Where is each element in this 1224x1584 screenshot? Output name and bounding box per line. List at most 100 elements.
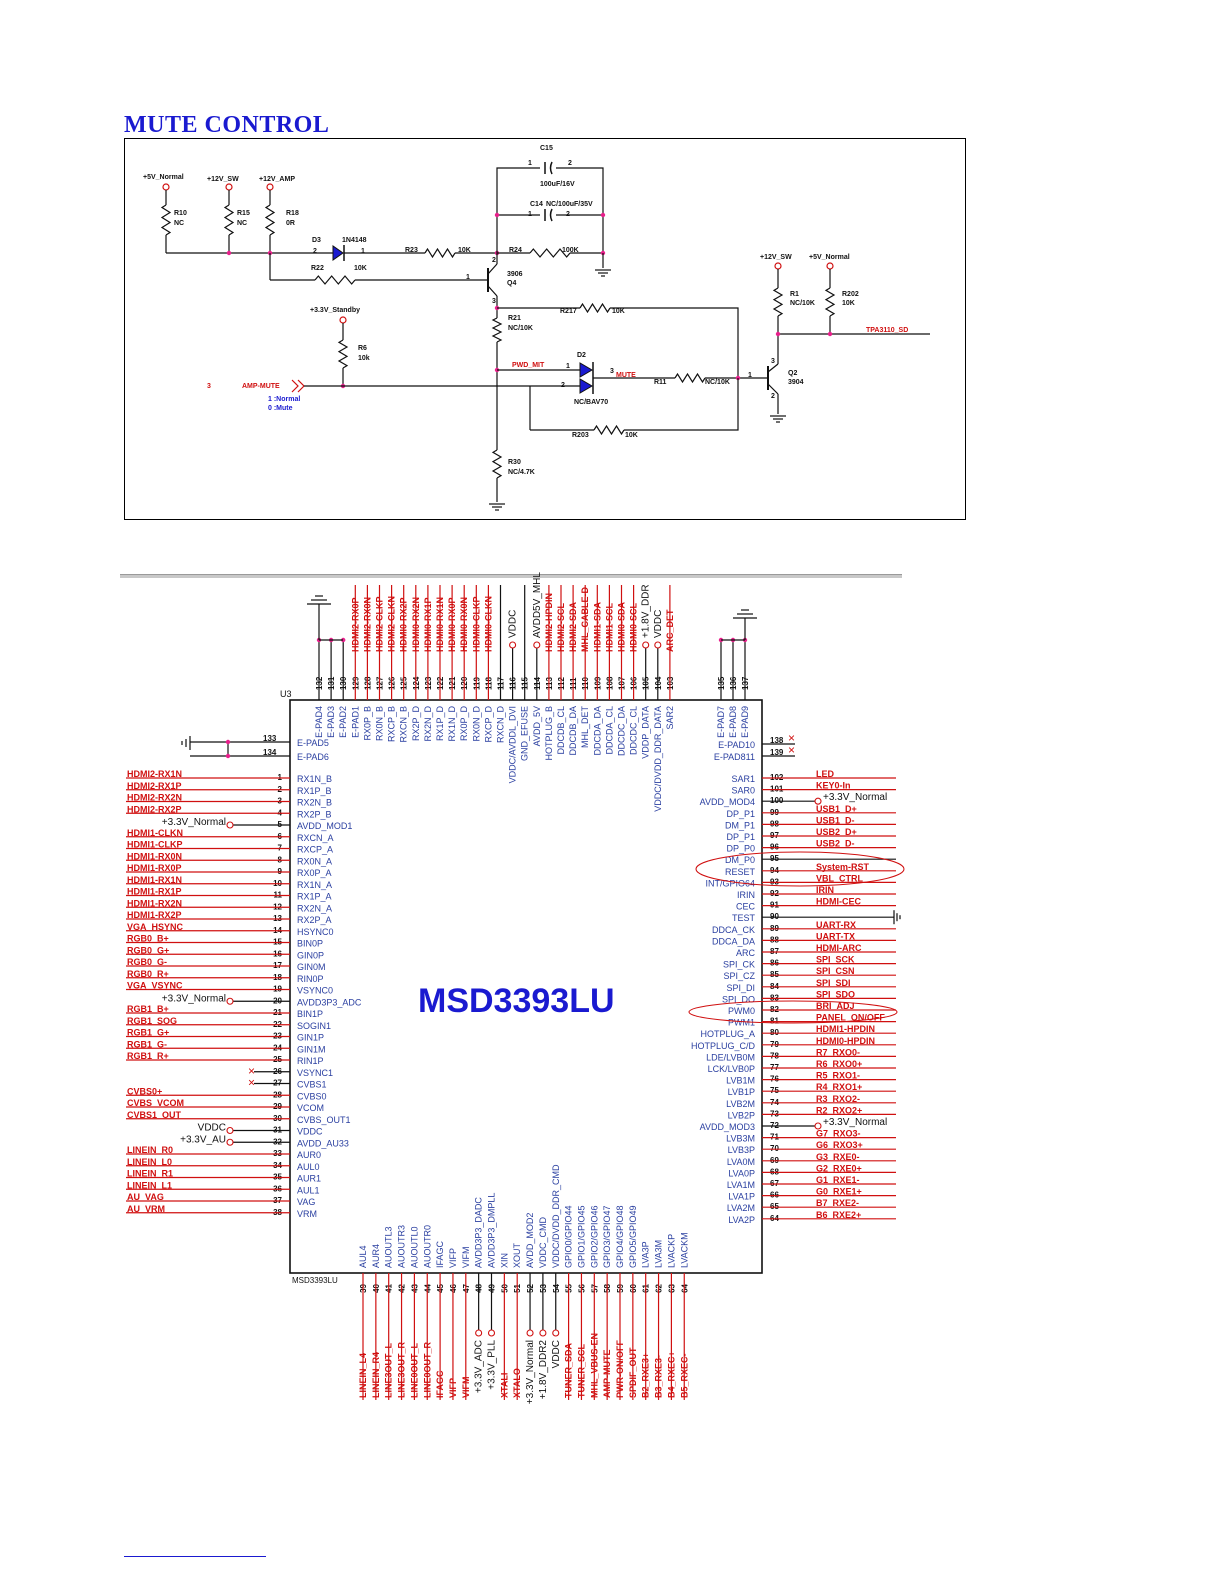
signal-net-label: HDMI2-RX2N bbox=[127, 793, 182, 803]
mute-label: +5V_Normal bbox=[809, 254, 850, 261]
signal-net-label: TUNER_SDA bbox=[564, 1342, 574, 1398]
power-port bbox=[814, 1122, 822, 1130]
mute-label: R22 bbox=[311, 265, 324, 272]
signal-net-label: LINE0OUT_L bbox=[409, 1342, 419, 1398]
pin-name: RXCN_A bbox=[297, 833, 334, 843]
pin-name: E-PAD5 bbox=[297, 738, 329, 748]
signal-net-label: HDMI0-CLKP bbox=[471, 597, 481, 653]
port-arrow bbox=[291, 379, 299, 393]
mute-label: AMP-MUTE bbox=[242, 383, 280, 390]
pin-name: AUL0 bbox=[297, 1162, 320, 1172]
signal-net-label: System-RST bbox=[816, 862, 870, 872]
mute-label: 1N4148 bbox=[342, 237, 367, 244]
signal-net-label: AU_VAG bbox=[127, 1192, 164, 1202]
signal-net-label: HDMI2-RX2P bbox=[127, 804, 182, 814]
signal-net-label: HDMI0-RX0P bbox=[447, 597, 457, 652]
mute-label: NC/10K bbox=[790, 300, 815, 307]
signal-net-label: B2_RXE3+ bbox=[641, 1353, 651, 1398]
signal-net-label: RGB1_G+ bbox=[127, 1028, 169, 1038]
junction-dot bbox=[600, 212, 606, 218]
power-port bbox=[226, 1138, 234, 1146]
pin-name: VSYNC0 bbox=[297, 986, 333, 996]
signal-net-label: HDMI2-CLKN bbox=[387, 596, 397, 652]
pin-name: LVA2P bbox=[728, 1215, 755, 1225]
signal-net-label: AU_VRM bbox=[127, 1204, 165, 1214]
pin-name: LVA3M bbox=[654, 1240, 664, 1268]
power-net-label: +3.3V_Normal bbox=[823, 792, 887, 803]
signal-net-label: MHL_CABLE-D bbox=[580, 587, 590, 652]
pin-name: AUOUTL0 bbox=[409, 1226, 419, 1268]
mute-label: 0R bbox=[286, 220, 295, 227]
pin-name: CVBS0 bbox=[297, 1091, 327, 1101]
pin-name: LVA1M bbox=[727, 1180, 755, 1190]
signal-net-label: HDMI1-HPDIN bbox=[816, 1024, 875, 1034]
pin-name: RESET bbox=[725, 867, 756, 877]
signal-net-label: HDMI0-SDA bbox=[617, 601, 627, 652]
signal-net-label: HDMI0-RX1P bbox=[423, 597, 433, 652]
wire bbox=[610, 307, 739, 380]
signal-net-label: HDMI2-HPDIN bbox=[544, 593, 554, 652]
pin-name: SPI_CZ bbox=[723, 971, 755, 981]
power-net-label: +3.3V_ADC bbox=[474, 1340, 485, 1393]
power-port bbox=[526, 1329, 534, 1337]
pin-name: AVDD_5V bbox=[532, 706, 542, 746]
signal-net-label: R7_RXO0- bbox=[816, 1047, 860, 1057]
pin-name: GIN1P bbox=[297, 1033, 324, 1043]
mute-label: R24 bbox=[509, 247, 522, 254]
pin-name: IRIN bbox=[737, 890, 755, 900]
signal-net-label: HDMI1-CLKP bbox=[127, 840, 183, 850]
pin-name: LVB1M bbox=[726, 1076, 755, 1086]
signal-net-label: SPI_SDO bbox=[816, 989, 855, 999]
mute-label: R30 bbox=[508, 459, 521, 466]
pin-name: DDCDC_DA bbox=[617, 706, 627, 756]
pin-name: AUR4 bbox=[371, 1244, 381, 1268]
power-port bbox=[533, 641, 541, 649]
pin-name: E-PAD3 bbox=[326, 706, 336, 738]
pin-name: AVDD_MOD2 bbox=[525, 1213, 535, 1268]
junction-dot bbox=[775, 331, 781, 337]
mute-label: R15 bbox=[237, 210, 250, 217]
resistor bbox=[314, 275, 356, 285]
signal-net-label: TUNER_SCL bbox=[576, 1343, 586, 1398]
power-net-label: VDDC bbox=[653, 610, 664, 638]
pin-number: 139 bbox=[770, 748, 784, 757]
mute-label: R11 bbox=[654, 379, 667, 386]
resistor bbox=[223, 204, 235, 236]
pin-name: BIN0P bbox=[297, 939, 323, 949]
pin-name: RX2P_A bbox=[297, 915, 332, 925]
signal-net-label: VIFM bbox=[461, 1377, 471, 1399]
mute-label: R21 bbox=[508, 315, 521, 322]
mute-label: R6 bbox=[358, 345, 367, 352]
diode-d3 bbox=[332, 245, 344, 261]
pin-name: RX2N_A bbox=[297, 903, 332, 913]
pin-name: GPIO4/GPIO48 bbox=[615, 1205, 625, 1268]
pin-name: E-PAD6 bbox=[297, 752, 329, 762]
mute-label: 10k bbox=[358, 355, 370, 362]
mute-label: D2 bbox=[577, 352, 586, 359]
resistor bbox=[160, 204, 172, 236]
signal-net-label: RGB0_G- bbox=[127, 957, 167, 967]
power-net-label: VDDC bbox=[551, 1340, 562, 1368]
pin-name: AUOUTR0 bbox=[422, 1225, 432, 1268]
pin-name: MHL_DET bbox=[580, 706, 590, 749]
pin-name: TEST bbox=[732, 913, 756, 923]
signal-net-label: HDMI1-RX1N bbox=[127, 875, 182, 885]
signal-net-label: RGB0_R+ bbox=[127, 969, 169, 979]
mute-label: R203 bbox=[572, 432, 589, 439]
signal-net-label: HDMI2-SDA bbox=[568, 601, 578, 652]
pin-name: LCK/LVB0P bbox=[708, 1064, 755, 1074]
mute-label: C15 bbox=[540, 145, 553, 152]
signal-net-label: PANEL_ON/OFF bbox=[816, 1013, 885, 1023]
power-port bbox=[487, 1329, 496, 1337]
power-port bbox=[814, 797, 822, 805]
pin-name: RIN0P bbox=[297, 974, 324, 984]
pin-name: VSYNC1 bbox=[297, 1068, 333, 1078]
pin-name: RXCP_A bbox=[297, 845, 333, 855]
pin-name: VDDP_DATA bbox=[641, 706, 651, 759]
signal-net-label: CVBS1_OUT bbox=[127, 1110, 182, 1120]
pin-name: SAR1 bbox=[731, 774, 755, 784]
mute-label: Q4 bbox=[507, 280, 516, 287]
junction-dot bbox=[827, 331, 833, 337]
mute-label: 3 bbox=[610, 368, 614, 375]
